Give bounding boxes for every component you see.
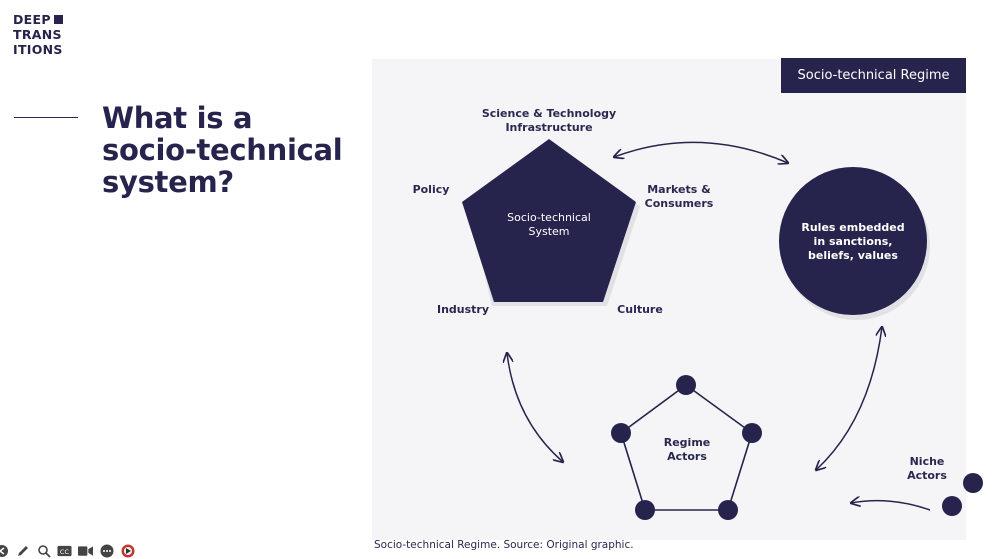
arrow-rules-to-regime (816, 327, 882, 470)
label-markets-consumers: Markets & Consumers (638, 183, 720, 211)
regime-actor-node (635, 500, 655, 520)
pen-icon[interactable] (15, 544, 30, 559)
niche-actor-node (942, 496, 962, 516)
regime-badge: Socio-technical Regime (781, 58, 966, 93)
label-science-line-1: Science & Technology (481, 107, 617, 120)
regime-actors-line-1: Regime (663, 436, 711, 449)
rules-label-line-1: Rules embedded (801, 221, 905, 234)
slide-title: What is a socio-technical system? (102, 101, 343, 199)
closed-caption-label: CC (60, 548, 70, 556)
slide-title-line-1: What is a (102, 101, 253, 135)
title-rule (14, 117, 78, 118)
logo-square-icon (53, 15, 63, 24)
pointer-icon[interactable] (120, 544, 135, 559)
slide-title-line-2: socio-technical (102, 133, 343, 167)
rules-label-line-2: in sanctions, (813, 235, 893, 248)
rules-label: Rules embedded in sanctions, beliefs, va… (783, 221, 923, 263)
label-culture: Culture (617, 303, 663, 316)
deep-transitions-logo: DEEP TRANS ITIONS (13, 12, 63, 57)
arrow-pentagon-to-rules (614, 141, 788, 163)
regime-actors-label: Regime Actors (651, 436, 723, 464)
niche-actors-line-1: Niche (909, 455, 945, 468)
more-options-icon[interactable] (99, 544, 114, 559)
pentagon-label: Socio-technical System (489, 211, 609, 239)
label-markets-line-2: Consumers (644, 197, 714, 210)
label-industry: Industry (436, 303, 490, 316)
regime-actors-network (620, 384, 753, 511)
regime-actor-node (742, 423, 762, 443)
label-policy: Policy (412, 183, 450, 196)
arrow-regime-to-pentagon (507, 353, 563, 462)
arrow-circle-icon[interactable] (0, 544, 9, 559)
arrow-niche-to-regime (851, 501, 931, 511)
magnifier-icon[interactable] (36, 544, 51, 559)
niche-actor-node (963, 473, 983, 493)
video-camera-icon[interactable] (78, 544, 93, 559)
niche-actors-label: Niche Actors (895, 455, 959, 483)
logo-line-1: DEEP (13, 12, 51, 27)
diagram-caption: Socio-technical Regime. Source: Original… (374, 539, 634, 551)
pentagon-label-line-2: System (528, 225, 570, 238)
rules-circle (779, 167, 927, 315)
regime-actor-node (718, 500, 738, 520)
presentation-toolbar: CC (0, 543, 135, 559)
label-science-technology: Science & Technology Infrastructure (470, 107, 628, 135)
closed-caption-icon[interactable]: CC (57, 544, 72, 559)
regime-actor-node (611, 423, 631, 443)
label-markets-line-1: Markets & (647, 183, 711, 196)
regime-actor-node (676, 375, 696, 395)
logo-line-3: ITIONS (13, 42, 63, 57)
label-science-line-2: Infrastructure (505, 121, 593, 134)
socio-technical-system-pentagon (462, 139, 636, 302)
logo-line-2: TRANS (13, 27, 62, 42)
regime-actors-line-2: Actors (667, 450, 707, 463)
slide-title-line-3: system? (102, 165, 234, 199)
rules-label-line-3: beliefs, values (808, 249, 898, 262)
niche-actors-line-2: Actors (907, 469, 947, 482)
pentagon-label-line-1: Socio-technical (507, 211, 591, 224)
